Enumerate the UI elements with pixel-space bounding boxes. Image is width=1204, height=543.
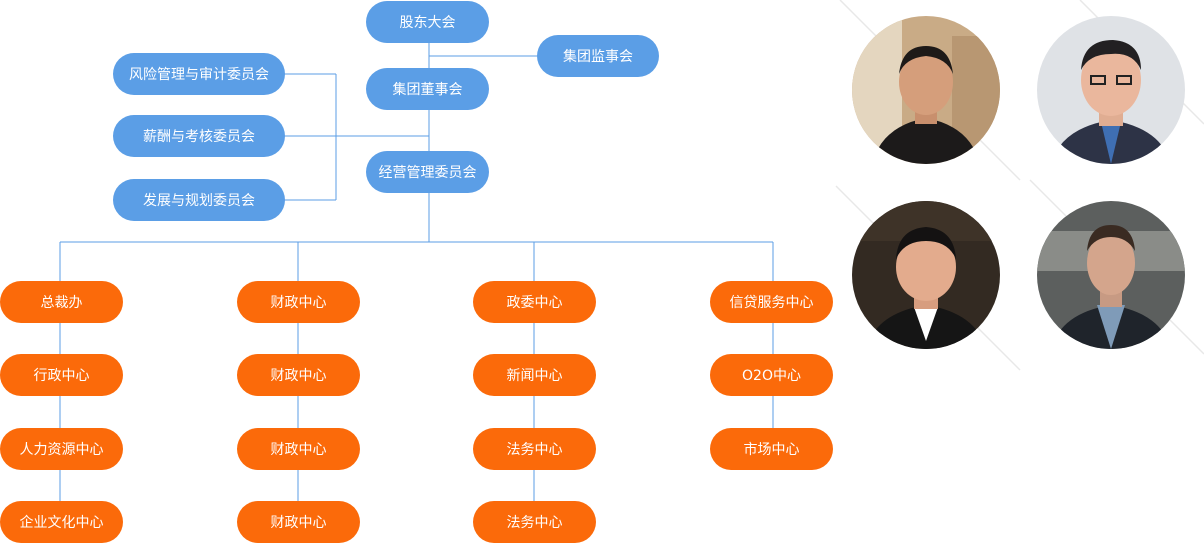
dept-node: 财政中心 [237,501,360,543]
supervisory-board-node: 集团监事会 [537,35,659,77]
dept-node: 财政中心 [237,281,360,323]
management-committee-node: 经营管理委员会 [366,151,489,193]
dept-node: 信贷服务中心 [710,281,833,323]
dept-node: 政委中心 [473,281,596,323]
person-portrait-4-icon [1037,201,1185,349]
dept-node: 新闻中心 [473,354,596,396]
salary-committee-node: 薪酬与考核委员会 [113,115,285,157]
board-of-directors-node: 集团董事会 [366,68,489,110]
person-portrait-2-icon [1037,16,1185,164]
person-portrait-3-icon [852,201,1000,349]
dept-node: 财政中心 [237,428,360,470]
dept-node: 财政中心 [237,354,360,396]
shareholders-node: 股东大会 [366,1,489,43]
dept-node: 法务中心 [473,428,596,470]
dept-node: 企业文化中心 [0,501,123,543]
dept-node: 法务中心 [473,501,596,543]
dept-node: O2O中心 [710,354,833,396]
planning-committee-node: 发展与规划委员会 [113,179,285,221]
person-portrait-1-icon [852,16,1000,164]
dept-node: 市场中心 [710,428,833,470]
risk-audit-committee-node: 风险管理与审计委员会 [113,53,285,95]
dept-node: 行政中心 [0,354,123,396]
dept-node: 人力资源中心 [0,428,123,470]
dept-node: 总裁办 [0,281,123,323]
